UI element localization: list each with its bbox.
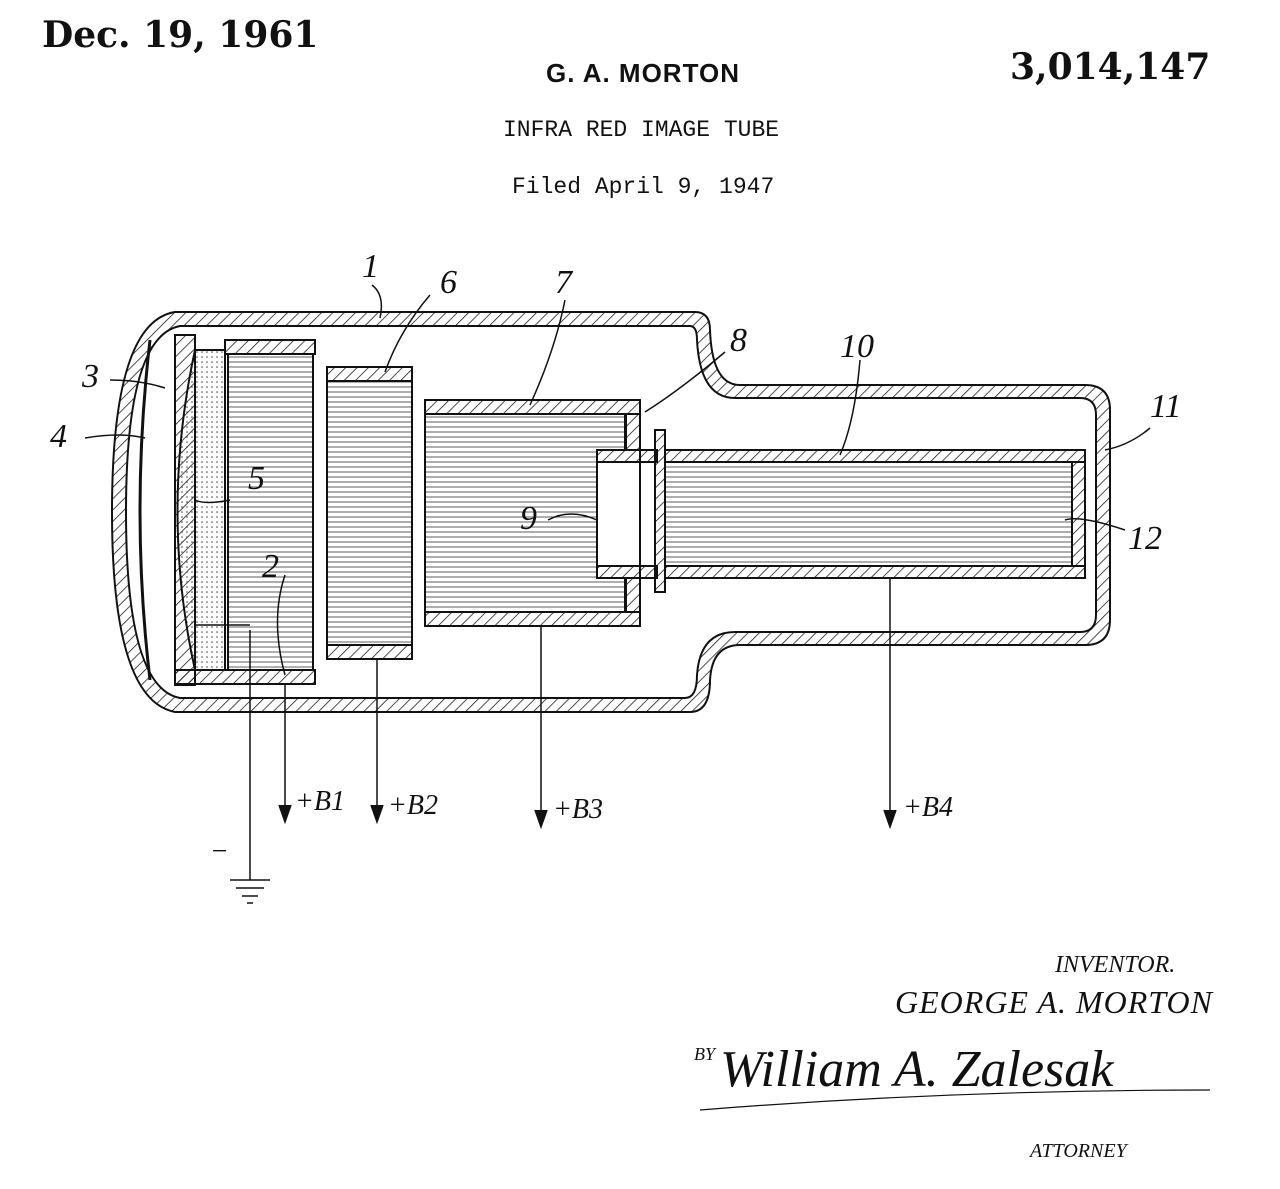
lead-b1: +B1 <box>295 786 345 817</box>
ref-11: 11 <box>1150 388 1182 425</box>
photocathode-assembly <box>138 334 316 686</box>
signature-underline <box>699 1089 1211 1111</box>
inventor-header: G. A. MORTON <box>546 58 740 88</box>
ref-3: 3 <box>82 358 99 395</box>
ref-12: 12 <box>1128 520 1162 557</box>
electrode-7 <box>424 399 641 627</box>
ref-8: 8 <box>730 322 747 359</box>
ground-icon <box>230 879 270 904</box>
attorney-label: ATTORNEY <box>1030 1140 1127 1162</box>
lead-b2: +B2 <box>388 790 438 821</box>
by-label: BY <box>694 1044 716 1064</box>
ref-5: 5 <box>248 460 265 497</box>
attorney-signature: William A. Zalesak <box>720 1041 1114 1098</box>
filed-date: Filed April 9, 1947 <box>512 174 775 200</box>
output-tube <box>596 429 1086 593</box>
electrical-leads <box>195 578 897 904</box>
patent-title: INFRA RED IMAGE TUBE <box>503 117 780 143</box>
inventor-name: GEORGE A. MORTON <box>895 984 1213 1020</box>
electrode-6 <box>326 366 413 660</box>
patent-number: 3,014,147 <box>1010 46 1211 88</box>
leader-lines <box>84 284 1151 676</box>
ref-6: 6 <box>440 264 457 301</box>
inventor-label: INVENTOR. <box>1055 952 1176 978</box>
ground-minus-sign: − <box>210 836 229 867</box>
ref-1: 1 <box>362 248 379 285</box>
ref-9: 9 <box>520 500 537 537</box>
lead-b4: +B4 <box>903 792 953 823</box>
ref-7: 7 <box>555 264 572 301</box>
ref-4: 4 <box>50 418 67 455</box>
ref-2: 2 <box>262 548 279 585</box>
lead-b3: +B3 <box>553 794 603 825</box>
patent-date: Dec. 19, 1961 <box>42 14 319 56</box>
ref-10: 10 <box>840 328 874 365</box>
